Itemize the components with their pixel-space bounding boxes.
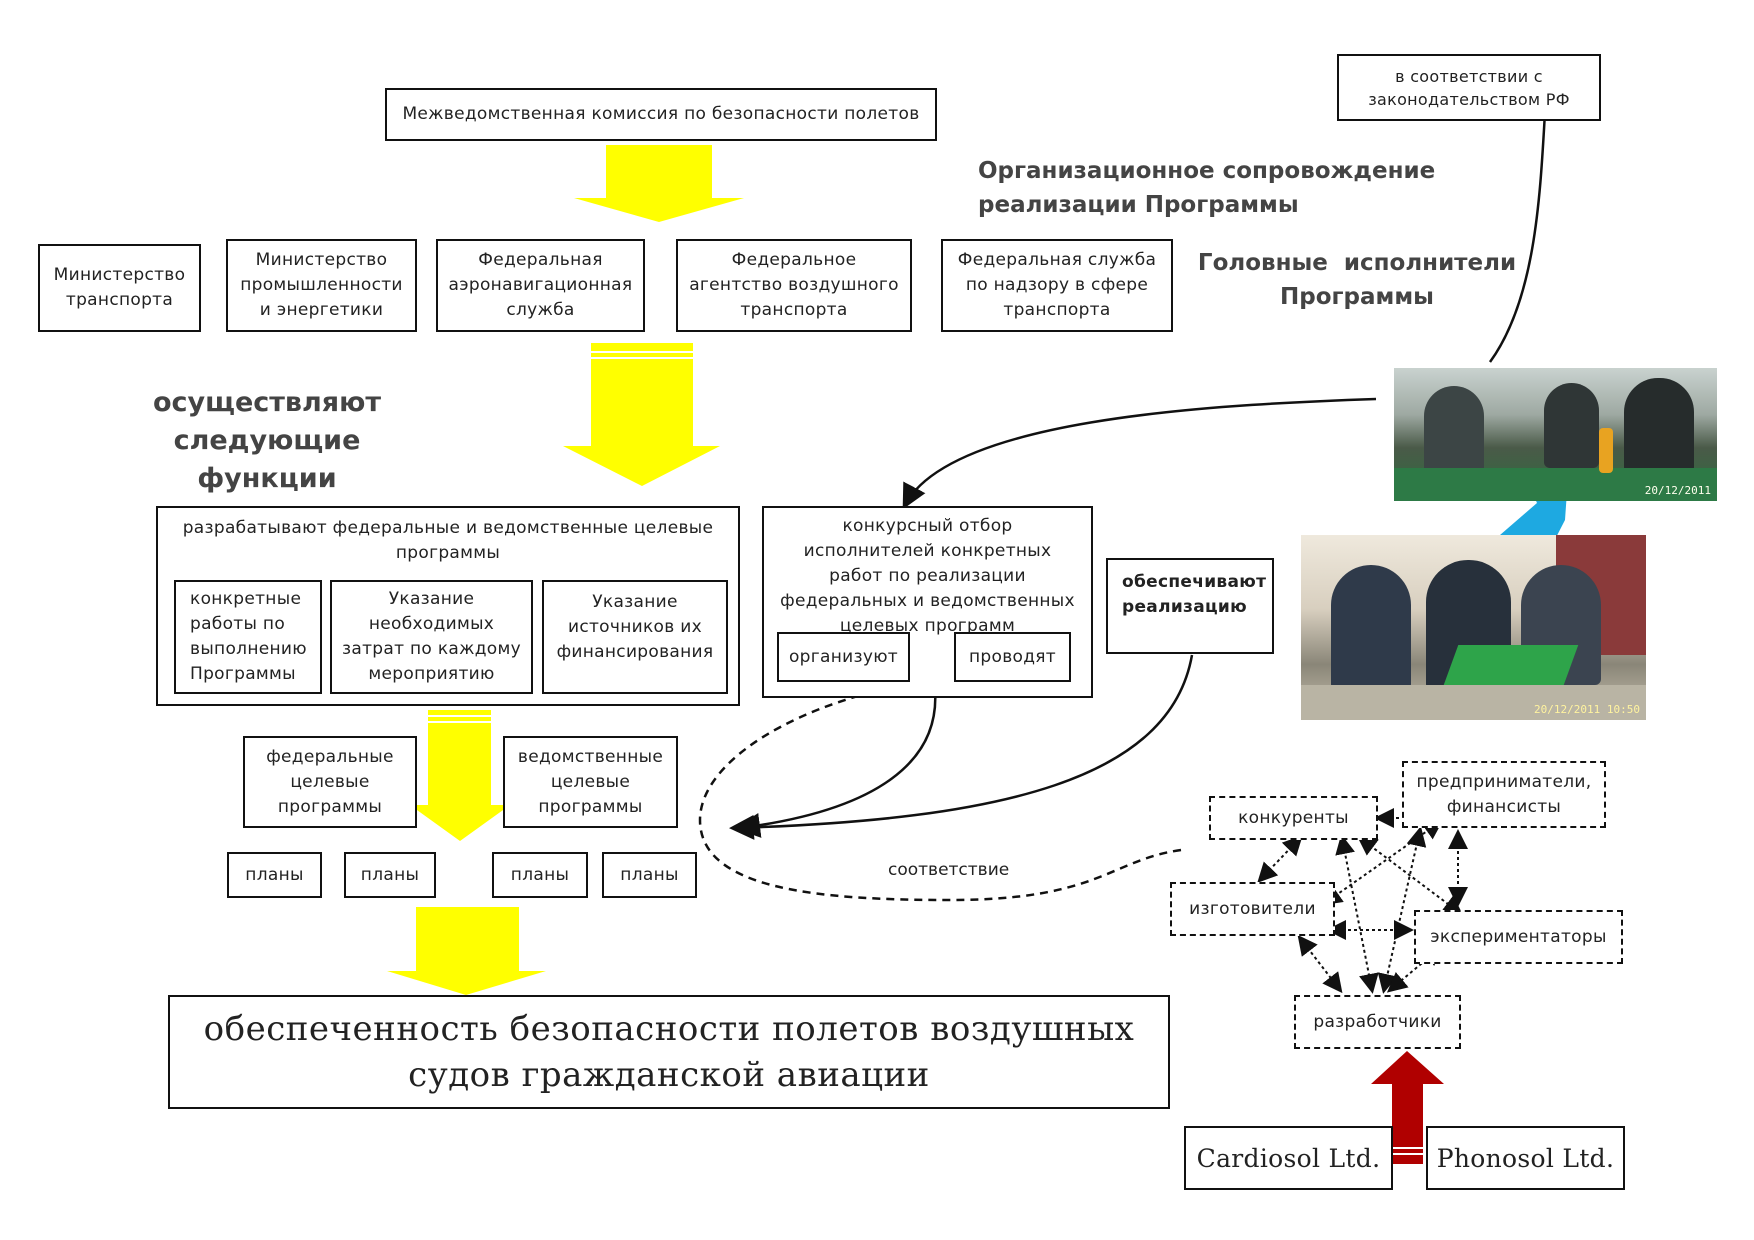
company-cardiosol: Cardiosol Ltd. <box>1184 1126 1393 1190</box>
head-executors-line-2: Программы <box>1280 284 1434 310</box>
contest-conduct: проводят <box>954 632 1071 682</box>
yellow-arrow-4 <box>387 907 546 995</box>
node-manufacturers: изготовители <box>1170 882 1335 936</box>
develop-item-sources: Указание источников их финансирования <box>542 580 728 694</box>
head-executors-heading: Головные исполнители Программы <box>1197 246 1517 314</box>
plan-box-2: планы <box>344 852 436 898</box>
network-arrows <box>1257 808 1468 994</box>
red-arrow <box>1371 1051 1444 1164</box>
result-box: обеспеченность безопасности полетов возд… <box>168 995 1170 1109</box>
node-experimenters: экспериментаторы <box>1414 910 1623 964</box>
federal-programs-box: федеральные целевые программы <box>243 736 417 828</box>
node-competitors: конкуренты <box>1209 796 1378 840</box>
photo-1-person-3 <box>1624 378 1694 473</box>
functions-label: осуществляют следующие функции <box>62 384 472 498</box>
functions-line-1: осуществляют следующие <box>152 387 382 456</box>
develop-programs-title: разрабатывают федеральные и ведомственны… <box>182 518 714 563</box>
meeting-photo-1: 20/12/2011 <box>1394 368 1717 501</box>
yellow-arrow-1 <box>574 145 744 222</box>
develop-item-costs: Указание необходимых затрат по каждому м… <box>330 580 533 694</box>
correspondence-label: соответствие <box>888 860 1010 880</box>
agency-transport-oversight: Федеральная служба по надзору в сфере тр… <box>941 239 1173 332</box>
agency-transport-ministry: Министерство транспорта <box>38 244 201 332</box>
yellow-arrow-2 <box>563 343 720 486</box>
photo-2-table <box>1301 685 1646 720</box>
plan-box-4: планы <box>602 852 697 898</box>
photo-2-person-1 <box>1331 565 1411 690</box>
node-entrepreneurs: предприниматели, финансисты <box>1402 761 1606 828</box>
photo-1-bottle <box>1599 428 1613 473</box>
contest-organize: организуют <box>777 632 910 682</box>
yellow-arrow-3 <box>410 710 510 841</box>
ensure-box: обеспечивают реализацию <box>1106 558 1274 654</box>
interagency-commission-box: Межведомственная комиссия по безопасност… <box>385 88 937 141</box>
agency-air-navigation: Федеральная аэронавигационная служба <box>436 239 645 332</box>
law-connector <box>1488 111 1547 363</box>
functions-line-2: функции <box>197 463 337 494</box>
law-box: в соответствии с законодательством РФ <box>1337 54 1601 121</box>
contest-title: конкурсный отбор исполнителей конкретных… <box>780 516 1075 636</box>
photo-1-table <box>1394 468 1717 501</box>
departmental-programs-box: ведомственные целевые программы <box>503 736 678 828</box>
org-support-line-2: реализации Программы <box>978 192 1299 218</box>
photo-to-contest-arrow <box>902 397 1377 510</box>
correspondence-dashed <box>698 670 1182 902</box>
develop-item-works: конкретные работы по выполнению Программ… <box>174 580 322 694</box>
plan-box-1: планы <box>227 852 322 898</box>
agency-industry-ministry: Министерство промышленности и энергетики <box>226 239 417 332</box>
result-line-1: обеспеченность безопасности полетов возд… <box>203 1009 1135 1049</box>
ensure-to-center-arrow <box>729 654 1194 840</box>
photo-1-stamp: 20/12/2011 <box>1644 484 1711 497</box>
contest-to-center-arrow <box>735 689 937 838</box>
head-executors-line-1: Головные исполнители <box>1197 250 1517 276</box>
company-phonosol: Phonosol Ltd. <box>1426 1126 1625 1190</box>
org-support-heading: Организационное сопровождение реализации… <box>978 154 1435 222</box>
meeting-photo-2: 20/12/2011 10:50 <box>1301 535 1646 720</box>
node-developers: разработчики <box>1294 995 1461 1049</box>
photo-1-person-2 <box>1544 383 1599 468</box>
agency-air-transport: Федеральное агентство воздушного транспо… <box>676 239 912 332</box>
photo-2-folder <box>1443 645 1579 685</box>
photo-1-person-1 <box>1424 386 1484 476</box>
photo-2-stamp: 20/12/2011 10:50 <box>1534 703 1640 716</box>
plan-box-3: планы <box>492 852 588 898</box>
result-line-2: судов гражданской авиации <box>408 1055 930 1095</box>
org-support-line-1: Организационное сопровождение <box>978 158 1436 184</box>
